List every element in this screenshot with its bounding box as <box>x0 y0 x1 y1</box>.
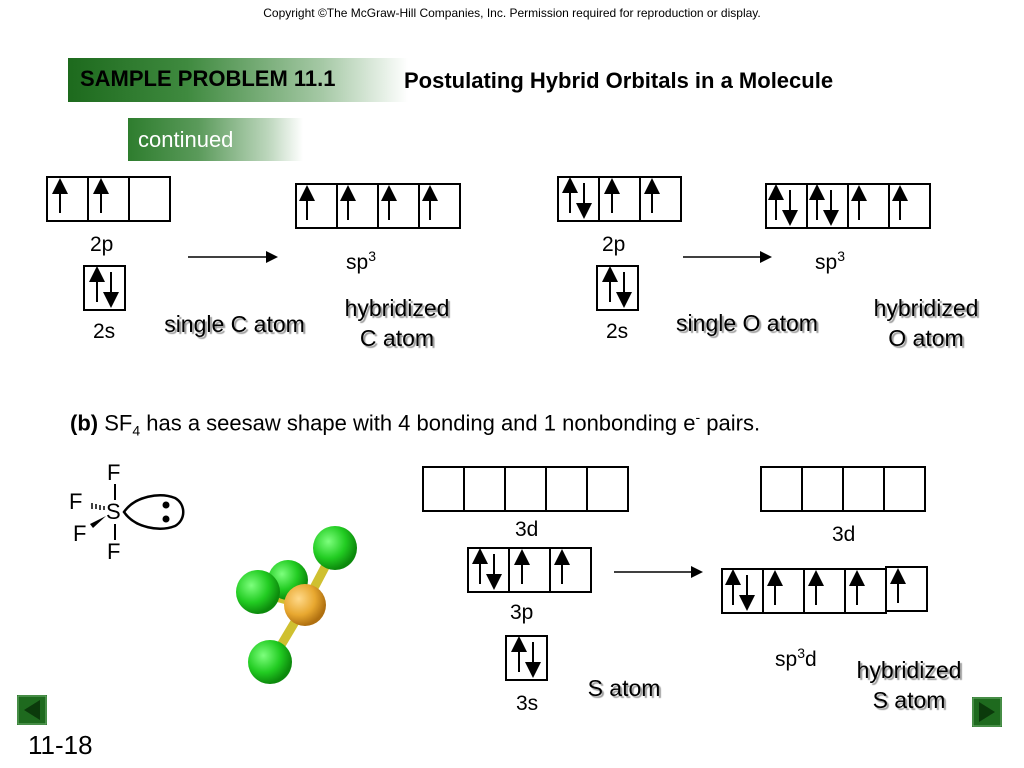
part-b-statement: (b) SF4 has a seesaw shape with 4 bondin… <box>70 409 761 439</box>
sf4-lewis-structure <box>90 484 185 540</box>
page-number: 11-18 <box>28 730 93 760</box>
carbon-2s-label: 2s <box>93 320 116 343</box>
oxygen-sp3-electrons <box>768 184 908 226</box>
carbon-2s-box <box>83 265 126 311</box>
sulfur-hybrid-3d-label: 3d <box>832 523 856 546</box>
sulfur-hybrid-3d-boxes <box>760 466 926 512</box>
continued-banner <box>128 118 303 161</box>
lewis-s-center: S <box>106 499 121 524</box>
s-atom-label: S atom <box>587 675 661 701</box>
arrow-left-icon <box>24 700 40 720</box>
sulfur-3d-label: 3d <box>515 518 539 541</box>
copyright-notice: Copyright ©The McGraw-Hill Companies, In… <box>263 6 761 20</box>
lewis-f-lower-left: F <box>73 521 87 546</box>
sulfur-3d-boxes <box>422 466 629 512</box>
continued-label: continued <box>138 127 234 152</box>
sulfur-sp3d-label: sp3d <box>775 645 817 671</box>
carbon-sp3-electrons <box>299 185 438 220</box>
sulfur-3s-label: 3s <box>516 692 539 715</box>
sulfur-3s-electrons <box>511 636 541 678</box>
sulfur-sp3d-boxes <box>721 566 928 614</box>
lewis-f-top: F <box>107 460 121 485</box>
sulfur-3p-boxes <box>467 547 592 593</box>
single-o-atom-label: single O atom <box>676 310 818 336</box>
arrow-right-icon <box>979 702 995 722</box>
previous-slide-button[interactable] <box>17 695 47 725</box>
carbon-2p-label: 2p <box>90 233 114 256</box>
oxygen-2p-label: 2p <box>602 233 626 256</box>
header-banner <box>68 58 408 102</box>
sulfur-3p-label: 3p <box>510 601 534 624</box>
oxygen-2p-boxes <box>557 176 682 222</box>
carbon-2p-boxes <box>46 176 171 222</box>
sf4-ball-and-stick-model <box>236 526 357 684</box>
lewis-f-upper-left: F <box>69 489 83 514</box>
oxygen-2s-box <box>596 265 639 311</box>
oxygen-sp3-label: sp3 <box>815 248 845 274</box>
sulfur-sp3d-electrons <box>725 568 906 611</box>
carbon-sp3-label: sp3 <box>346 248 376 274</box>
sample-problem-label: SAMPLE PROBLEM 11.1 <box>80 66 336 91</box>
carbon-2s-electrons <box>89 266 119 308</box>
page-title: Postulating Hybrid Orbitals in a Molecul… <box>404 68 834 93</box>
next-slide-button[interactable] <box>972 697 1002 727</box>
carbon-2p-electrons <box>52 178 109 213</box>
oxygen-2s-label: 2s <box>606 320 629 343</box>
oxygen-2s-electrons <box>602 266 632 308</box>
lewis-f-bottom: F <box>107 539 121 564</box>
oxygen-2p-electrons <box>562 177 660 219</box>
sulfur-3p-electrons <box>472 548 570 590</box>
single-c-atom-label: single C atom <box>164 311 305 337</box>
sulfur-3s-box <box>505 635 548 681</box>
carbon-sp3-boxes <box>295 183 461 229</box>
